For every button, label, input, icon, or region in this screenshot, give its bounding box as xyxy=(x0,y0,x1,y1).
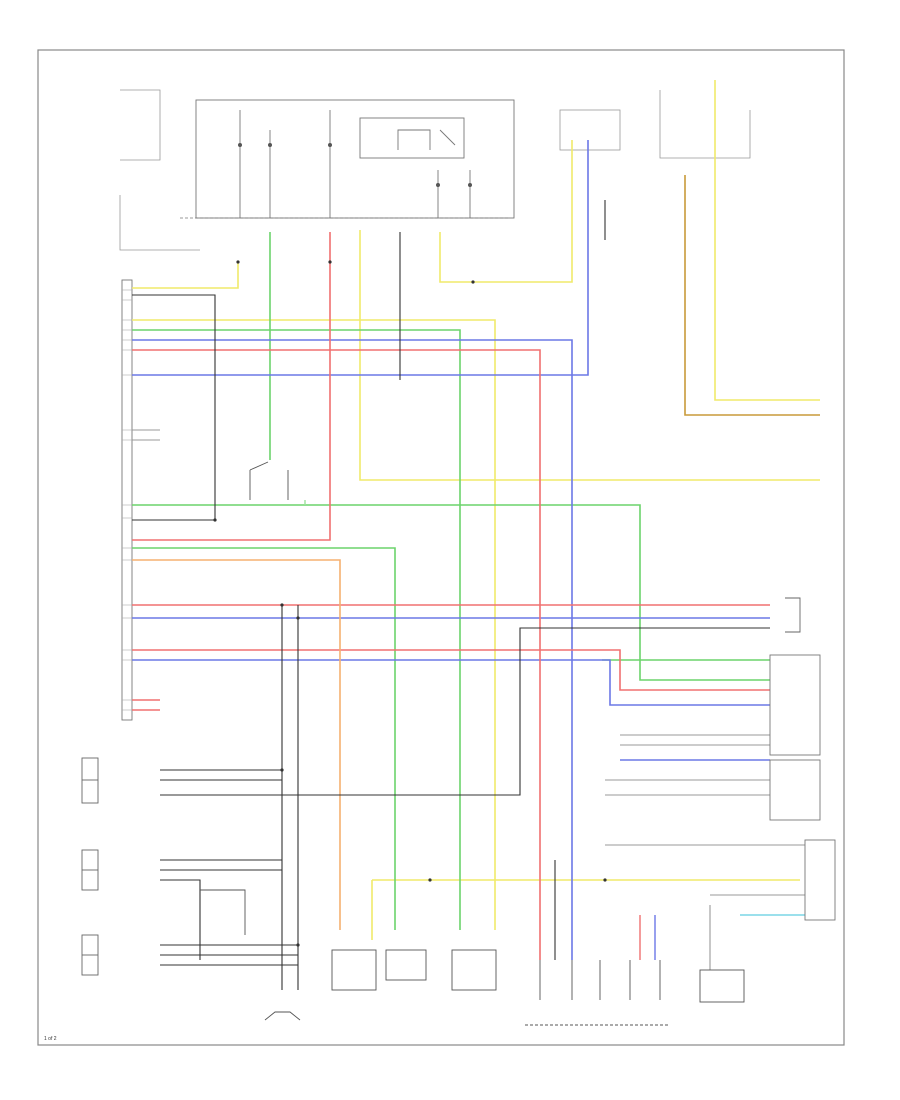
bottom-component-4 xyxy=(699,969,745,1003)
left-sensor-3 xyxy=(81,934,99,976)
module-pin-marks xyxy=(122,289,132,711)
top-right-modules xyxy=(559,90,751,159)
body-control-module xyxy=(121,279,133,721)
fuse-relay-box xyxy=(195,99,515,219)
left-sensor-2 xyxy=(81,849,99,891)
bottom-component-1 xyxy=(331,949,377,991)
right-module-2 xyxy=(769,759,821,821)
bottom-right-connector xyxy=(525,960,668,1026)
wire-green xyxy=(132,232,770,930)
bottom-component-3 xyxy=(451,949,497,991)
right-connector-1 xyxy=(785,597,801,633)
relay-switch xyxy=(249,461,289,500)
bottom-component-2 xyxy=(385,949,427,981)
wire-grey xyxy=(132,429,805,970)
diagram-frame xyxy=(37,49,845,1046)
small-bottom-switch xyxy=(264,1011,301,1021)
wire-yellow xyxy=(132,80,820,940)
left-sensor-1 xyxy=(81,757,99,804)
wire-olive xyxy=(684,175,820,416)
bottom-jumper xyxy=(200,889,246,935)
splice-points xyxy=(213,260,607,947)
right-module-1 xyxy=(769,654,821,756)
fuse-symbols xyxy=(238,143,472,187)
top-left-module xyxy=(119,89,200,251)
right-module-3 xyxy=(804,839,836,921)
wire-black xyxy=(132,200,770,990)
wire-red xyxy=(132,232,770,960)
wire-orange xyxy=(132,559,341,930)
wire-blue xyxy=(132,140,770,960)
page-number: 1 of 2 xyxy=(44,1036,57,1042)
